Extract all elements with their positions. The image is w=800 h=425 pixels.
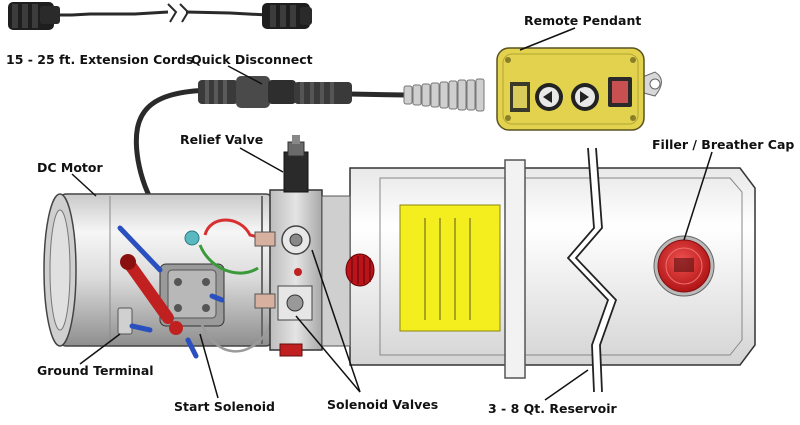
label-remote-pendant: Remote Pendant bbox=[524, 13, 642, 28]
label-ground-terminal: Ground Terminal bbox=[37, 363, 154, 378]
leader-quick-disconnect bbox=[227, 65, 263, 85]
extension-cord bbox=[8, 2, 312, 30]
leader-start-solenoid bbox=[199, 333, 219, 399]
label-dc-motor: DC Motor bbox=[37, 160, 103, 175]
start-solenoid bbox=[159, 263, 225, 327]
leader-remote-pendant bbox=[519, 27, 576, 51]
label-start-solenoid: Start Solenoid bbox=[174, 399, 275, 414]
label-relief-valve: Relief Valve bbox=[180, 132, 264, 147]
leader-relief-valve bbox=[239, 147, 284, 173]
leader-solenoid-valve-lower bbox=[295, 315, 361, 393]
leader-reservoir bbox=[544, 369, 589, 401]
label-solenoid-valves: Solenoid Valves bbox=[327, 397, 439, 412]
leader-ground-terminal bbox=[79, 333, 121, 365]
leader-lines bbox=[71, 27, 713, 401]
valve-block bbox=[254, 135, 375, 357]
label-quick-disconnect: Quick Disconnect bbox=[191, 52, 313, 67]
remote-pendant bbox=[496, 47, 662, 131]
label-reservoir: 3 - 8 Qt. Reservoir bbox=[488, 401, 617, 416]
filler-breather-cap bbox=[653, 235, 715, 297]
leader-solenoid-valve-upper bbox=[311, 249, 361, 393]
label-extension-cords: 15 - 25 ft. Extension Cords bbox=[6, 52, 194, 67]
leader-dc-motor bbox=[71, 173, 97, 197]
reservoir-tank bbox=[349, 147, 756, 393]
leader-filler-cap bbox=[683, 151, 713, 241]
motor-wiring bbox=[117, 218, 280, 359]
label-filler-breather-cap: Filler / Breather Cap bbox=[652, 137, 795, 152]
